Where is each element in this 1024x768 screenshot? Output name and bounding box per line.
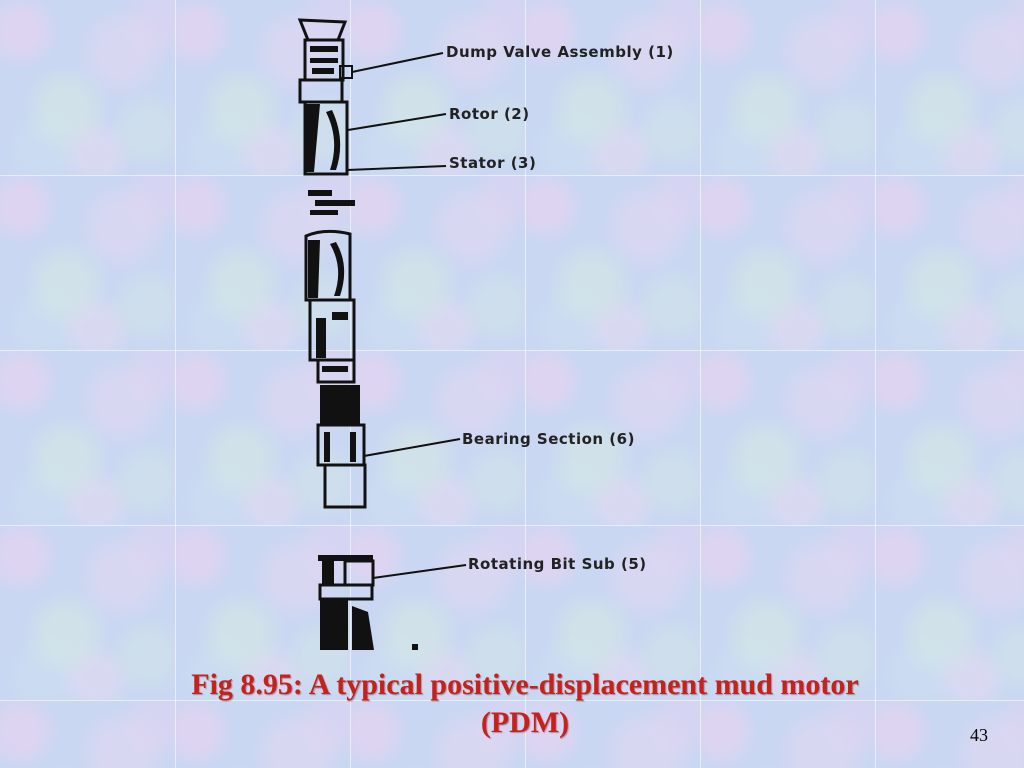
grid-line (0, 525, 1024, 526)
grid-line (0, 350, 1024, 351)
grid-line (525, 0, 526, 768)
label-dump-valve-assembly: Dump Valve Assembly (1) (446, 43, 674, 61)
label-stator: Stator (3) (449, 154, 537, 172)
grid-line (175, 0, 176, 768)
grid-line (0, 175, 1024, 176)
label-bearing-section: Bearing Section (6) (462, 430, 635, 448)
dump-valve-assembly (297, 18, 353, 104)
grid-line (0, 700, 1024, 701)
page-number: 43 (970, 725, 988, 745)
leader-lines (346, 52, 467, 579)
grid-line (700, 0, 701, 768)
figure-caption-line-1: Fig 8.95: A typical positive-displacemen… (191, 668, 859, 701)
bearing-section-drawing (316, 385, 367, 509)
label-rotor: Rotor (2) (449, 105, 530, 123)
coupling-section (308, 298, 356, 384)
power-section (303, 100, 355, 302)
figure-caption-line-2: (PDM) (480, 706, 570, 739)
rotating-bit-sub-drawing (318, 555, 418, 650)
grid-line (875, 0, 876, 768)
label-rotating-bit-sub: Rotating Bit Sub (5) (468, 555, 647, 573)
grid-line (350, 0, 351, 768)
